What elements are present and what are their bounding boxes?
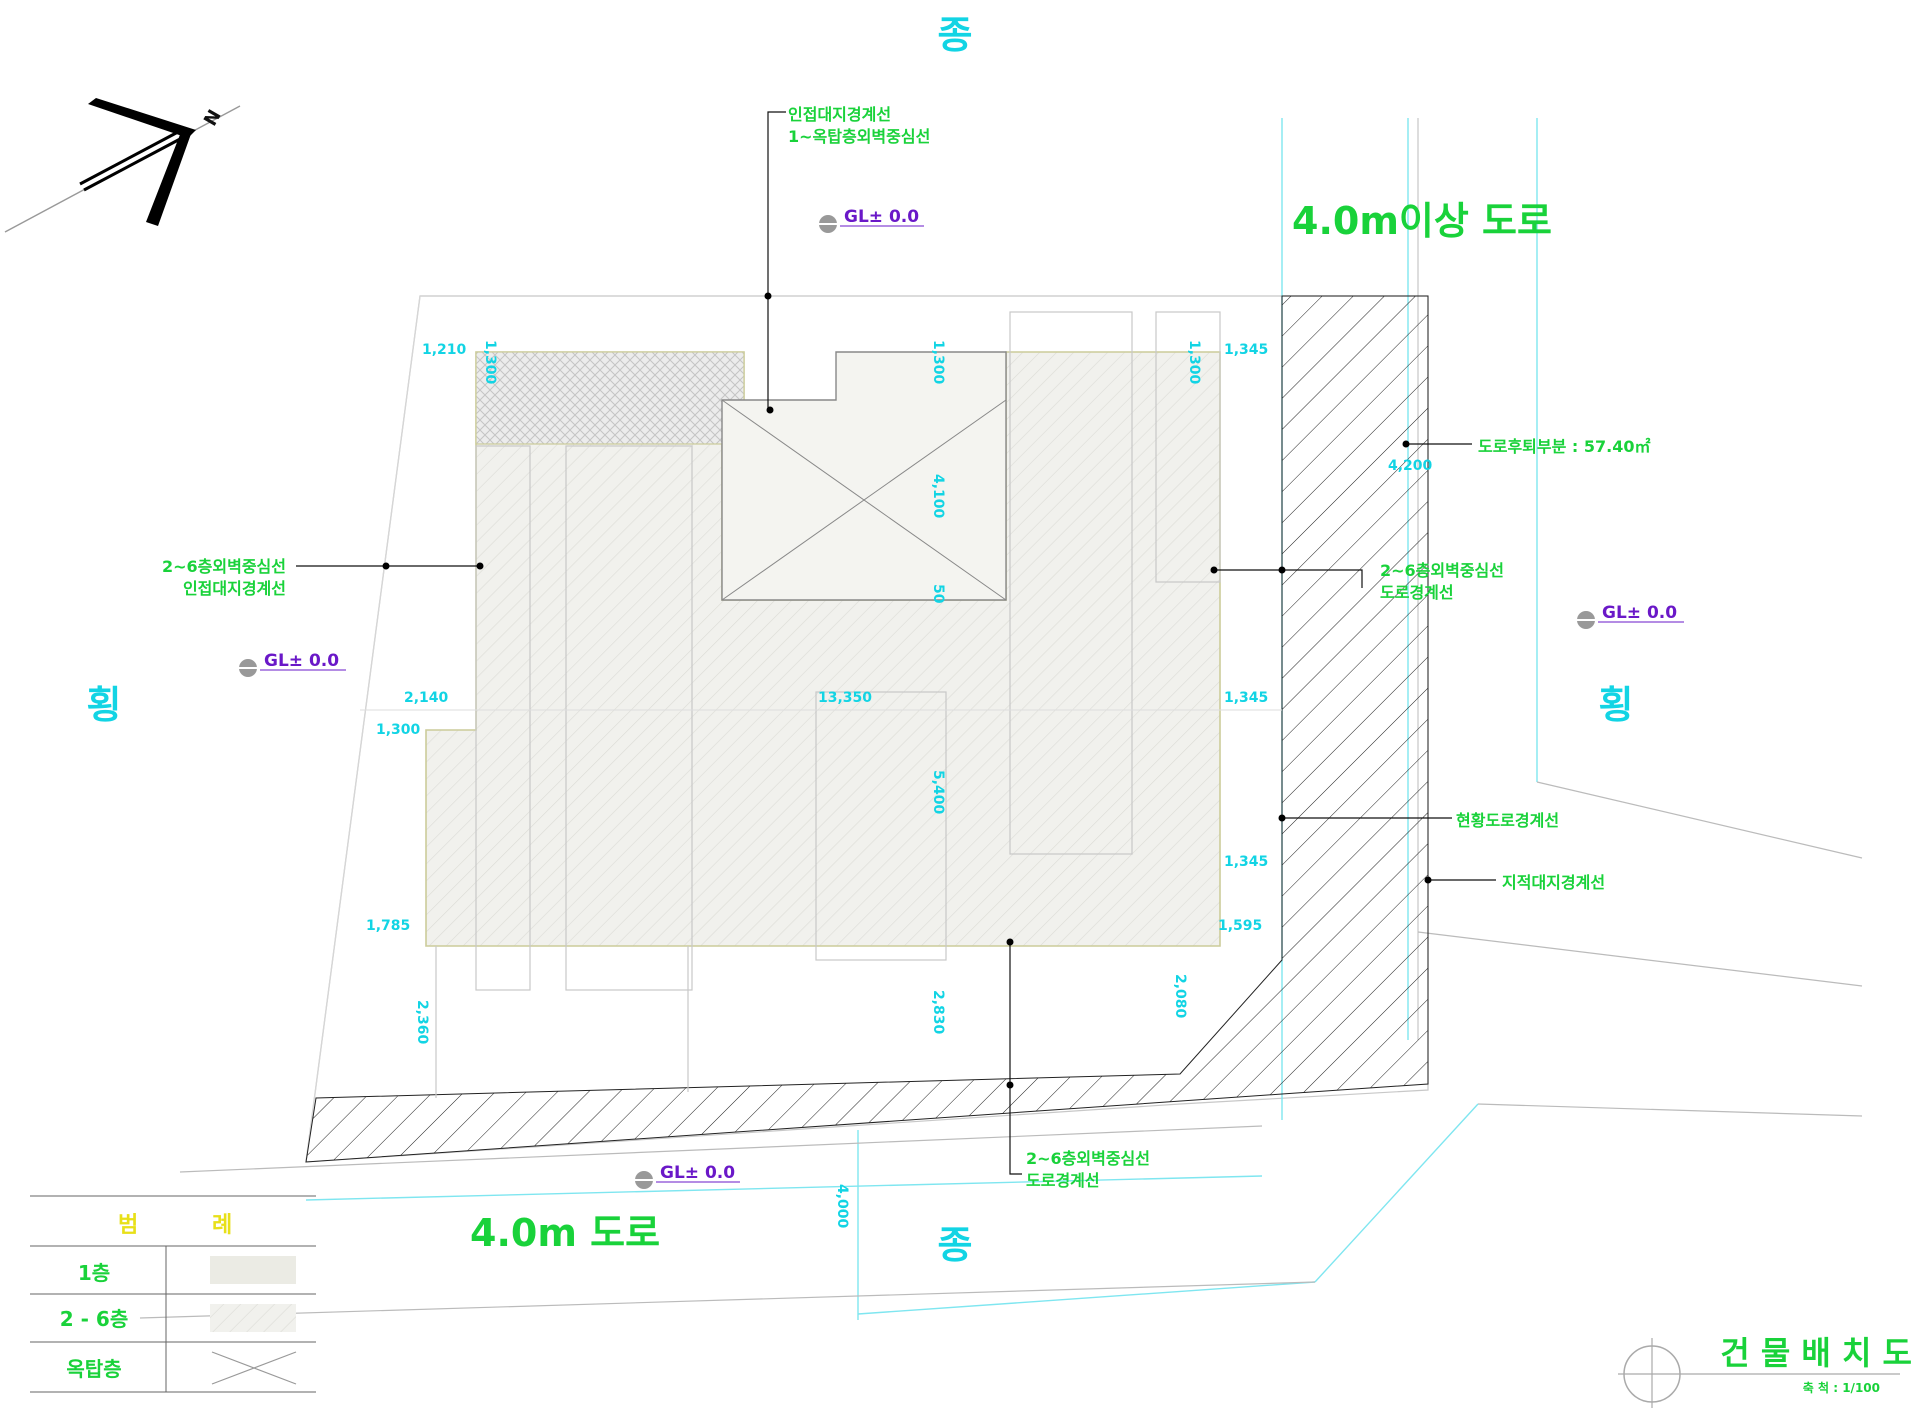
legend-swatch-1 xyxy=(210,1256,296,1284)
callout-left-2: 인접대지경계선 xyxy=(183,579,286,598)
callout-cadastral: 지적대지경계선 xyxy=(1502,873,1605,892)
callout-bottom-1: 2~6층외벽중심선 xyxy=(1026,1149,1150,1168)
svg-text:2,140: 2,140 xyxy=(404,690,449,706)
svg-text:1,300: 1,300 xyxy=(1186,340,1202,385)
svg-text:2,830: 2,830 xyxy=(930,990,946,1035)
svg-text:13,350: 13,350 xyxy=(818,690,872,706)
svg-text:GL± 0.0: GL± 0.0 xyxy=(844,207,919,227)
rooftop-area-1 xyxy=(475,351,745,445)
north-arrow-icon: N xyxy=(4,98,241,233)
svg-text:GL± 0.0: GL± 0.0 xyxy=(660,1163,735,1183)
callout-setback: 도로후퇴부분 : 57.40㎡ xyxy=(1478,437,1650,456)
dimension-labels: 1,210 1,345 1,300 1,300 1,300 4,100 50 5… xyxy=(366,340,1433,1229)
svg-text:1,595: 1,595 xyxy=(1218,918,1262,934)
direction-bottom: 종 xyxy=(938,1223,973,1267)
svg-text:1,210: 1,210 xyxy=(422,342,467,358)
legend-header-1: 범 xyxy=(118,1213,138,1238)
road-setback-area xyxy=(305,295,1429,1163)
callout-bottom-2: 도로경계선 xyxy=(1026,1171,1100,1190)
svg-text:4,000: 4,000 xyxy=(834,1184,850,1229)
svg-text:2,360: 2,360 xyxy=(414,1000,430,1045)
legend-table: 범 례 1층 2 - 6층 옥탑층 xyxy=(30,1195,316,1393)
svg-text:4,100: 4,100 xyxy=(930,474,946,519)
callout-top-1: 인접대지경계선 xyxy=(788,105,891,124)
callout-top-2: 1~옥탑층외벽중심선 xyxy=(788,127,930,146)
svg-text:5,400: 5,400 xyxy=(930,770,946,815)
legend-swatch-3 xyxy=(211,1351,297,1385)
svg-text:1,300: 1,300 xyxy=(482,340,498,385)
drawing-scale: 축 척 : 1/100 xyxy=(1803,1380,1880,1395)
legend-row-2: 2 - 6층 xyxy=(60,1307,128,1331)
direction-left: 횡 xyxy=(87,683,122,727)
svg-text:4,200: 4,200 xyxy=(1388,458,1433,474)
legend-row-3: 옥탑층 xyxy=(66,1357,121,1381)
legend-header-2: 례 xyxy=(212,1213,232,1238)
legend-row-1: 1층 xyxy=(78,1261,110,1285)
rooftop-area-2 xyxy=(721,351,1007,601)
level-marker-1: GL± 0.0 xyxy=(818,207,924,233)
level-marker-3: GL± 0.0 xyxy=(1576,603,1684,629)
svg-text:GL± 0.0: GL± 0.0 xyxy=(1602,603,1677,623)
callout-right-2: 도로경계선 xyxy=(1380,583,1454,602)
title-block: 건 물 배 치 도 축 척 : 1/100 xyxy=(1618,1334,1912,1408)
svg-text:1,345: 1,345 xyxy=(1224,342,1268,358)
svg-text:1,300: 1,300 xyxy=(376,722,421,738)
level-marker-4: GL± 0.0 xyxy=(634,1163,740,1189)
level-marker-2: GL± 0.0 xyxy=(238,651,346,677)
svg-text:1,345: 1,345 xyxy=(1224,854,1268,870)
callout-right-1: 2~6층외벽중심선 xyxy=(1380,561,1504,580)
svg-text:GL± 0.0: GL± 0.0 xyxy=(264,651,339,671)
direction-right: 횡 xyxy=(1599,683,1634,727)
road-label-bottom: 4.0m 도로 xyxy=(470,1211,660,1255)
leader-lines xyxy=(296,111,1496,1175)
svg-text:1,345: 1,345 xyxy=(1224,690,1268,706)
callout-current-road: 현황도로경계선 xyxy=(1456,811,1559,830)
svg-text:1,785: 1,785 xyxy=(366,918,410,934)
svg-text:50: 50 xyxy=(930,584,946,604)
svg-text:1,300: 1,300 xyxy=(930,340,946,385)
north-label: N xyxy=(200,106,226,130)
road-label-right: 4.0m이상 도로 xyxy=(1292,199,1552,243)
direction-top: 종 xyxy=(938,13,973,57)
callout-left-1: 2~6층외벽중심선 xyxy=(162,557,286,576)
drawing-title: 건 물 배 치 도 xyxy=(1720,1334,1912,1372)
legend-swatch-2 xyxy=(210,1304,296,1332)
building-footprint xyxy=(360,311,1282,1098)
svg-text:2,080: 2,080 xyxy=(1172,974,1188,1019)
